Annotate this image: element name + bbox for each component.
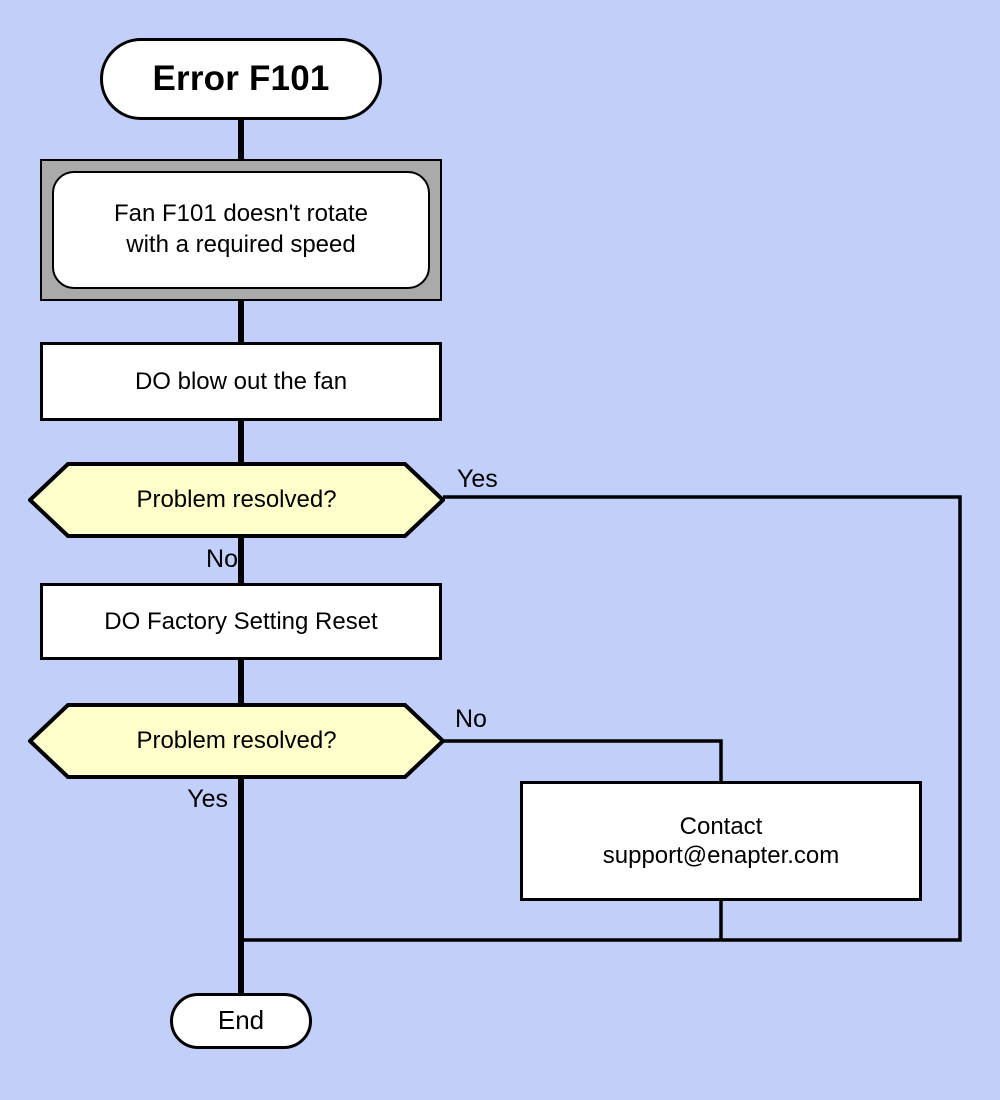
edge-label-decision1-no: No [206, 545, 238, 573]
node-action-factory-reset-label: DO Factory Setting Reset [104, 607, 378, 635]
node-decision-problem-resolved-1-label: Problem resolved? [136, 486, 337, 514]
node-contact-support[interactable]: Contact support@enapter.com [520, 781, 922, 901]
node-decision-problem-resolved-1[interactable]: Problem resolved? [28, 462, 445, 538]
edge-label-decision1-yes: Yes [457, 465, 498, 493]
node-start-label: Error F101 [152, 58, 330, 98]
edge-label-decision2-yes: Yes [187, 785, 228, 813]
node-action-factory-reset[interactable]: DO Factory Setting Reset [40, 583, 442, 660]
edge-decision2-no-path [443, 739, 723, 782]
node-end-label: End [217, 1005, 265, 1036]
node-action-blow-out-fan-label: DO blow out the fan [134, 367, 348, 395]
node-symptom-inner: Fan F101 doesn't rotate with a required … [52, 171, 430, 289]
node-symptom-label: Fan F101 doesn't rotate with a required … [113, 200, 369, 258]
node-decision-problem-resolved-2[interactable]: Problem resolved? [28, 703, 445, 779]
edge-label-decision2-no: No [455, 705, 487, 733]
node-action-blow-out-fan[interactable]: DO blow out the fan [40, 342, 442, 421]
node-decision-problem-resolved-2-label: Problem resolved? [136, 727, 337, 755]
node-start[interactable]: Error F101 [100, 38, 382, 120]
node-symptom[interactable]: Fan F101 doesn't rotate with a required … [40, 159, 442, 301]
node-contact-support-label: Contact support@enapter.com [602, 812, 840, 869]
hexagon-shape-1 [28, 462, 445, 538]
node-end[interactable]: End [170, 993, 312, 1049]
hexagon-shape-2 [28, 703, 445, 779]
